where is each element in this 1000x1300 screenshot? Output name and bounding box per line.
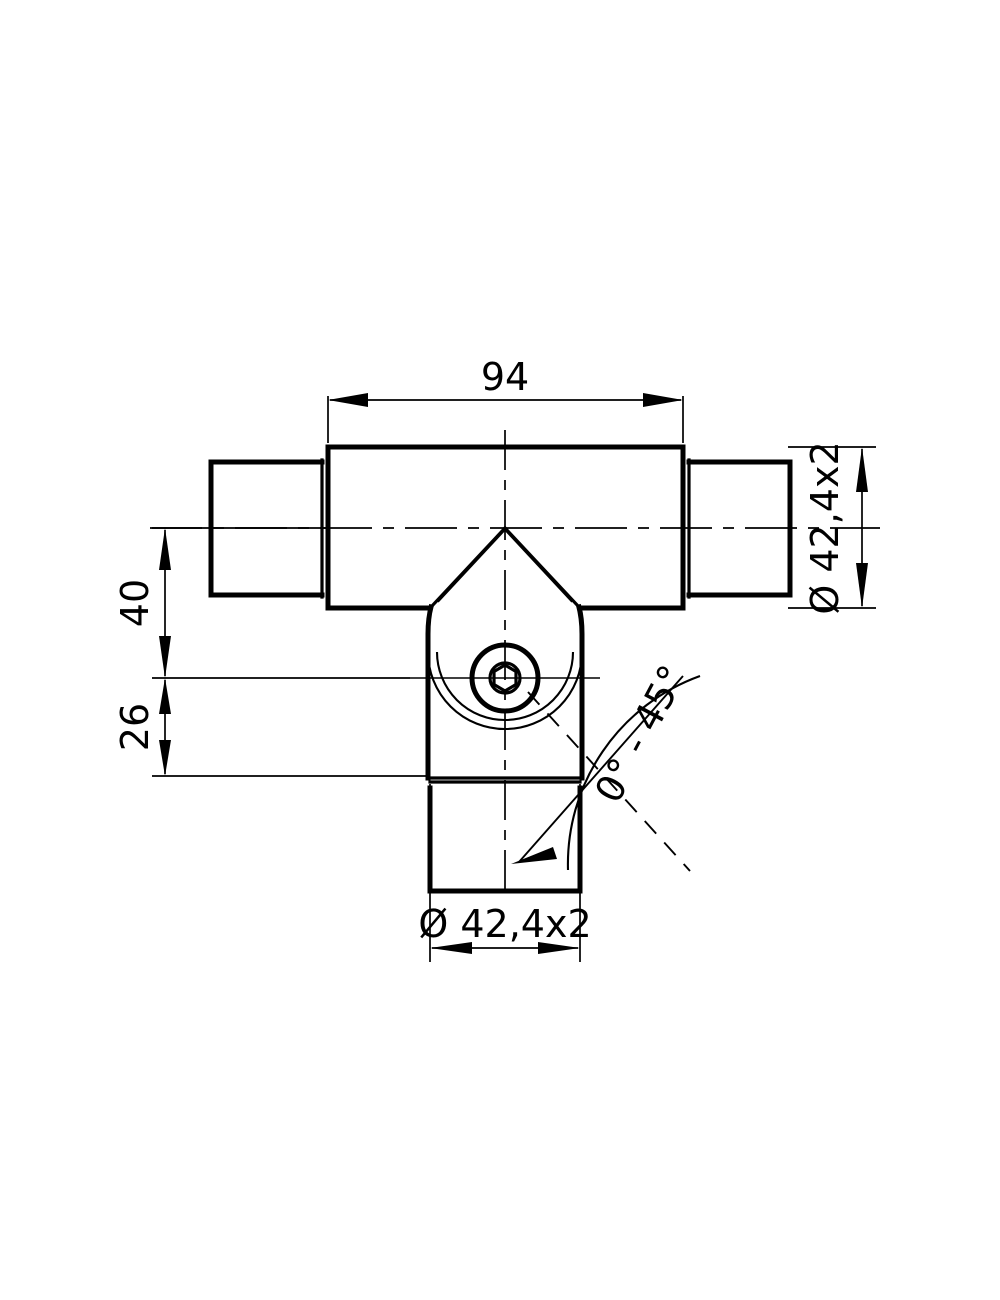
angle-reference-arc	[566, 675, 701, 871]
width-arrow-right	[643, 393, 683, 407]
angle-range-label: 0° - 45°	[586, 658, 695, 810]
dim40-arrow-bottom	[159, 636, 171, 678]
dim26-arrow-top	[159, 678, 171, 714]
branch-right-wall	[575, 603, 585, 781]
botdia-arrow-left	[430, 942, 472, 954]
botdia-arrow-right	[538, 942, 580, 954]
miter-seam-right-outer	[502, 525, 582, 610]
bottom-tube-diameter-dimension: Ø 42,4x2	[418, 784, 592, 962]
swivel-angle-annotation: 0° - 45°	[511, 658, 701, 872]
pivot-joint-assembly	[469, 642, 541, 714]
right-tube-stub	[686, 458, 793, 599]
branch-left-wall	[425, 603, 435, 781]
rightdia-arrow-bottom	[856, 563, 868, 608]
dim40-arrow-top	[159, 528, 171, 570]
left-height-dimensions: 40 26	[113, 527, 430, 777]
hex-socket-icon	[492, 663, 518, 693]
width-dim-label: 94	[481, 355, 529, 399]
dim26-label: 26	[113, 703, 157, 751]
botdia-label: Ø 42,4x2	[418, 902, 591, 946]
right-tube-diameter-dimension: Ø 42,4x2	[788, 441, 876, 615]
miter-joint-seam	[428, 525, 582, 610]
dim40-label: 40	[113, 579, 157, 627]
vertical-branch-housing	[425, 603, 585, 781]
pivot-joint-circle	[469, 642, 541, 714]
rightdia-label: Ø 42,4x2	[803, 441, 847, 614]
miter-seam-left-outer	[428, 525, 508, 610]
miter-seam-right-inner	[504, 529, 573, 603]
swivel-range-arc-outer	[426, 651, 584, 731]
swivel-range-arc-inner	[435, 651, 575, 722]
angle-leader-line	[518, 675, 684, 863]
main-horizontal-body	[325, 444, 686, 611]
width-arrow-left	[328, 393, 368, 407]
angle-leader-arrow	[511, 847, 557, 864]
dim26-arrow-bottom	[159, 740, 171, 776]
rightdia-arrow-top	[856, 447, 868, 492]
screw-head-circle	[488, 661, 522, 695]
angle-dashed-reference	[527, 691, 691, 872]
miter-seam-left-inner	[437, 529, 506, 603]
overall-width-dimension: 94	[327, 355, 684, 443]
